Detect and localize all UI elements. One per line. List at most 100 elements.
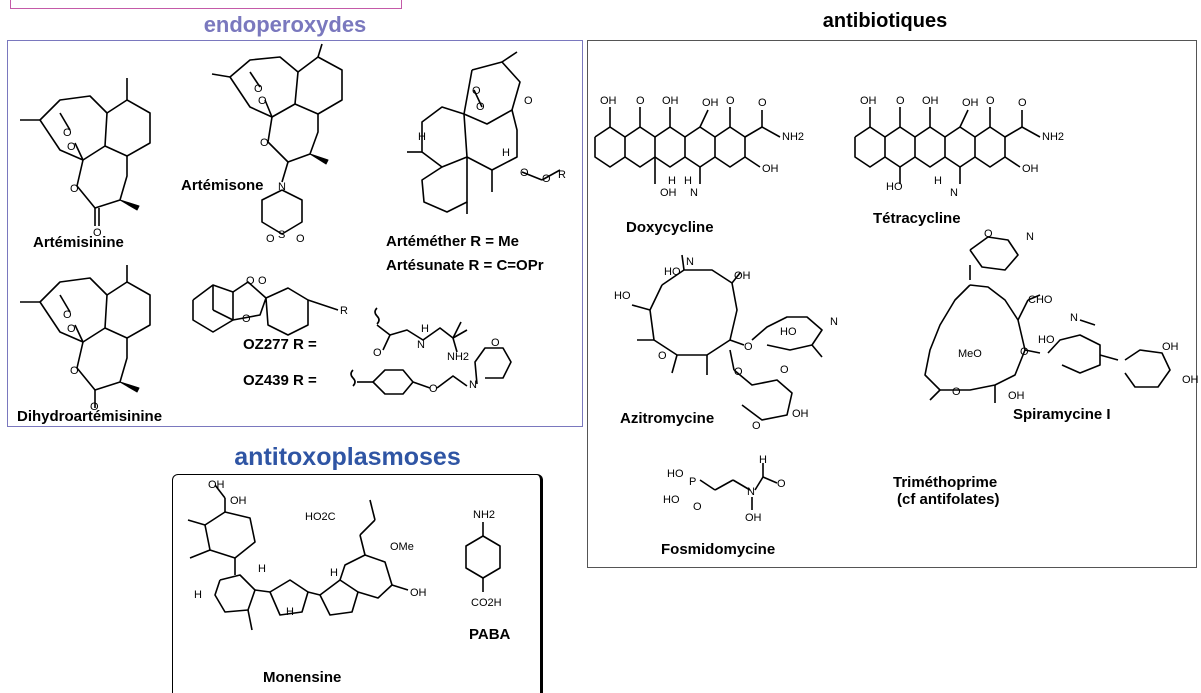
svg-text:O: O	[726, 95, 735, 107]
oz439-sidechain-structure: O N O	[350, 337, 512, 395]
svg-text:OH: OH	[1022, 163, 1039, 175]
oz439-label: OZ439 R =	[243, 372, 317, 389]
svg-text:NH2: NH2	[1042, 131, 1064, 143]
svg-text:H: H	[502, 147, 510, 159]
svg-text:O: O	[693, 501, 702, 513]
svg-text:O: O	[90, 401, 99, 413]
svg-text:OH: OH	[208, 479, 225, 491]
svg-text:OH: OH	[745, 512, 762, 524]
svg-text:N: N	[690, 187, 698, 199]
monensine-structure: OH OH H H H HO2C OMe H OH	[187, 479, 427, 631]
artemisinine-structure: O O O O	[20, 78, 151, 239]
trimethoprime-label: Triméthoprime	[893, 474, 998, 491]
svg-text:O: O	[476, 101, 485, 113]
artemisone-label: Artémisone	[181, 177, 264, 194]
azitromycine-label: Azitromycine	[620, 410, 715, 427]
svg-text:N: N	[417, 339, 425, 351]
fosmidomycine-structure: P HO HO O N H O OH	[663, 454, 786, 524]
svg-text:N: N	[747, 486, 755, 498]
svg-text:OH: OH	[792, 408, 809, 420]
svg-text:OH: OH	[660, 187, 677, 199]
oz277-label: OZ277 R =	[243, 336, 317, 353]
svg-text:H: H	[684, 175, 692, 187]
svg-text:O: O	[734, 366, 743, 378]
artemisinine-label: Artémisinine	[33, 234, 124, 251]
fosmidomycine-label: Fosmidomycine	[661, 541, 776, 558]
paba-structure: NH2 CO2H	[465, 509, 502, 609]
svg-text:O: O	[520, 167, 529, 179]
svg-text:H: H	[286, 606, 294, 618]
antitoxoplasmoses-box	[172, 474, 543, 693]
artemisone-structure: O O O N S O O	[211, 43, 343, 245]
svg-text:N: N	[686, 256, 694, 268]
svg-text:O: O	[258, 95, 267, 107]
antibiotics-box	[587, 40, 1197, 568]
svg-text:O: O	[429, 383, 438, 395]
svg-text:R: R	[340, 305, 348, 317]
svg-text:O: O	[373, 347, 382, 359]
svg-text:O: O	[266, 233, 275, 245]
svg-text:CHO: CHO	[1028, 294, 1053, 306]
svg-text:N: N	[469, 379, 477, 391]
svg-text:HO: HO	[886, 181, 903, 193]
svg-text:O: O	[542, 173, 551, 185]
trimethoprime-note: (cf antifolates)	[897, 491, 1000, 508]
monensine-label: Monensine	[263, 669, 342, 686]
svg-text:H: H	[421, 323, 429, 335]
svg-text:OH: OH	[734, 270, 751, 282]
svg-text:O: O	[67, 323, 76, 335]
svg-text:O: O	[984, 228, 993, 240]
svg-text:N: N	[950, 187, 958, 199]
svg-text:O: O	[896, 95, 905, 107]
svg-text:H: H	[258, 563, 266, 575]
svg-text:N: N	[830, 316, 838, 328]
svg-text:O: O	[70, 183, 79, 195]
svg-text:HO: HO	[780, 326, 797, 338]
antibiotics-title: antibiotiques	[822, 10, 948, 32]
svg-text:H: H	[194, 589, 202, 601]
svg-text:O: O	[246, 275, 255, 287]
artemether-label: Artéméther R = Me	[386, 233, 519, 250]
svg-text:OH: OH	[410, 587, 427, 599]
svg-text:O: O	[752, 420, 761, 432]
azitromycine-structure: HO HO N OH O O HO N O O OH O	[614, 254, 838, 432]
svg-text:HO: HO	[663, 494, 680, 506]
svg-text:O: O	[67, 141, 76, 153]
svg-text:P: P	[689, 476, 696, 488]
svg-text:O: O	[524, 95, 533, 107]
artesunate-label: Artésunate R = C=OPr	[386, 257, 544, 274]
tetracycline-label: Tétracycline	[873, 210, 961, 227]
svg-text:OH: OH	[1162, 341, 1179, 353]
svg-text:H: H	[934, 175, 942, 187]
svg-text:N: N	[1026, 231, 1034, 243]
svg-text:O: O	[780, 364, 789, 376]
svg-text:OH: OH	[922, 95, 939, 107]
svg-text:O: O	[986, 95, 995, 107]
svg-text:OH: OH	[962, 97, 979, 109]
svg-text:O: O	[658, 350, 667, 362]
doxycycline-label: Doxycycline	[626, 219, 714, 236]
svg-text:H: H	[418, 131, 426, 143]
paba-label: PABA	[469, 626, 511, 643]
svg-text:O: O	[254, 83, 263, 95]
svg-text:O: O	[491, 337, 500, 349]
svg-text:O: O	[63, 127, 72, 139]
svg-text:HO: HO	[664, 266, 681, 278]
svg-text:O: O	[93, 227, 102, 239]
artemether-structure: H H O O O O O R	[407, 51, 566, 214]
svg-text:OH: OH	[662, 95, 679, 107]
svg-text:O: O	[260, 137, 269, 149]
svg-text:MeO: MeO	[958, 348, 982, 360]
dihydroartemisinine-label: Dihydroartémisinine	[17, 408, 163, 425]
svg-text:O: O	[952, 386, 961, 398]
svg-text:HO2C: HO2C	[305, 511, 336, 523]
svg-text:O: O	[636, 95, 645, 107]
spiramycine-structure: CHO HO N MeO O O OH OH OH O N	[924, 228, 1199, 403]
svg-text:O: O	[777, 478, 786, 490]
svg-text:OH: OH	[1182, 374, 1199, 386]
svg-text:N: N	[1070, 312, 1078, 324]
svg-text:NH2: NH2	[447, 351, 469, 363]
svg-text:HO: HO	[614, 290, 631, 302]
svg-text:O: O	[1020, 346, 1029, 358]
spiramycine-label: Spiramycine I	[1013, 406, 1111, 423]
